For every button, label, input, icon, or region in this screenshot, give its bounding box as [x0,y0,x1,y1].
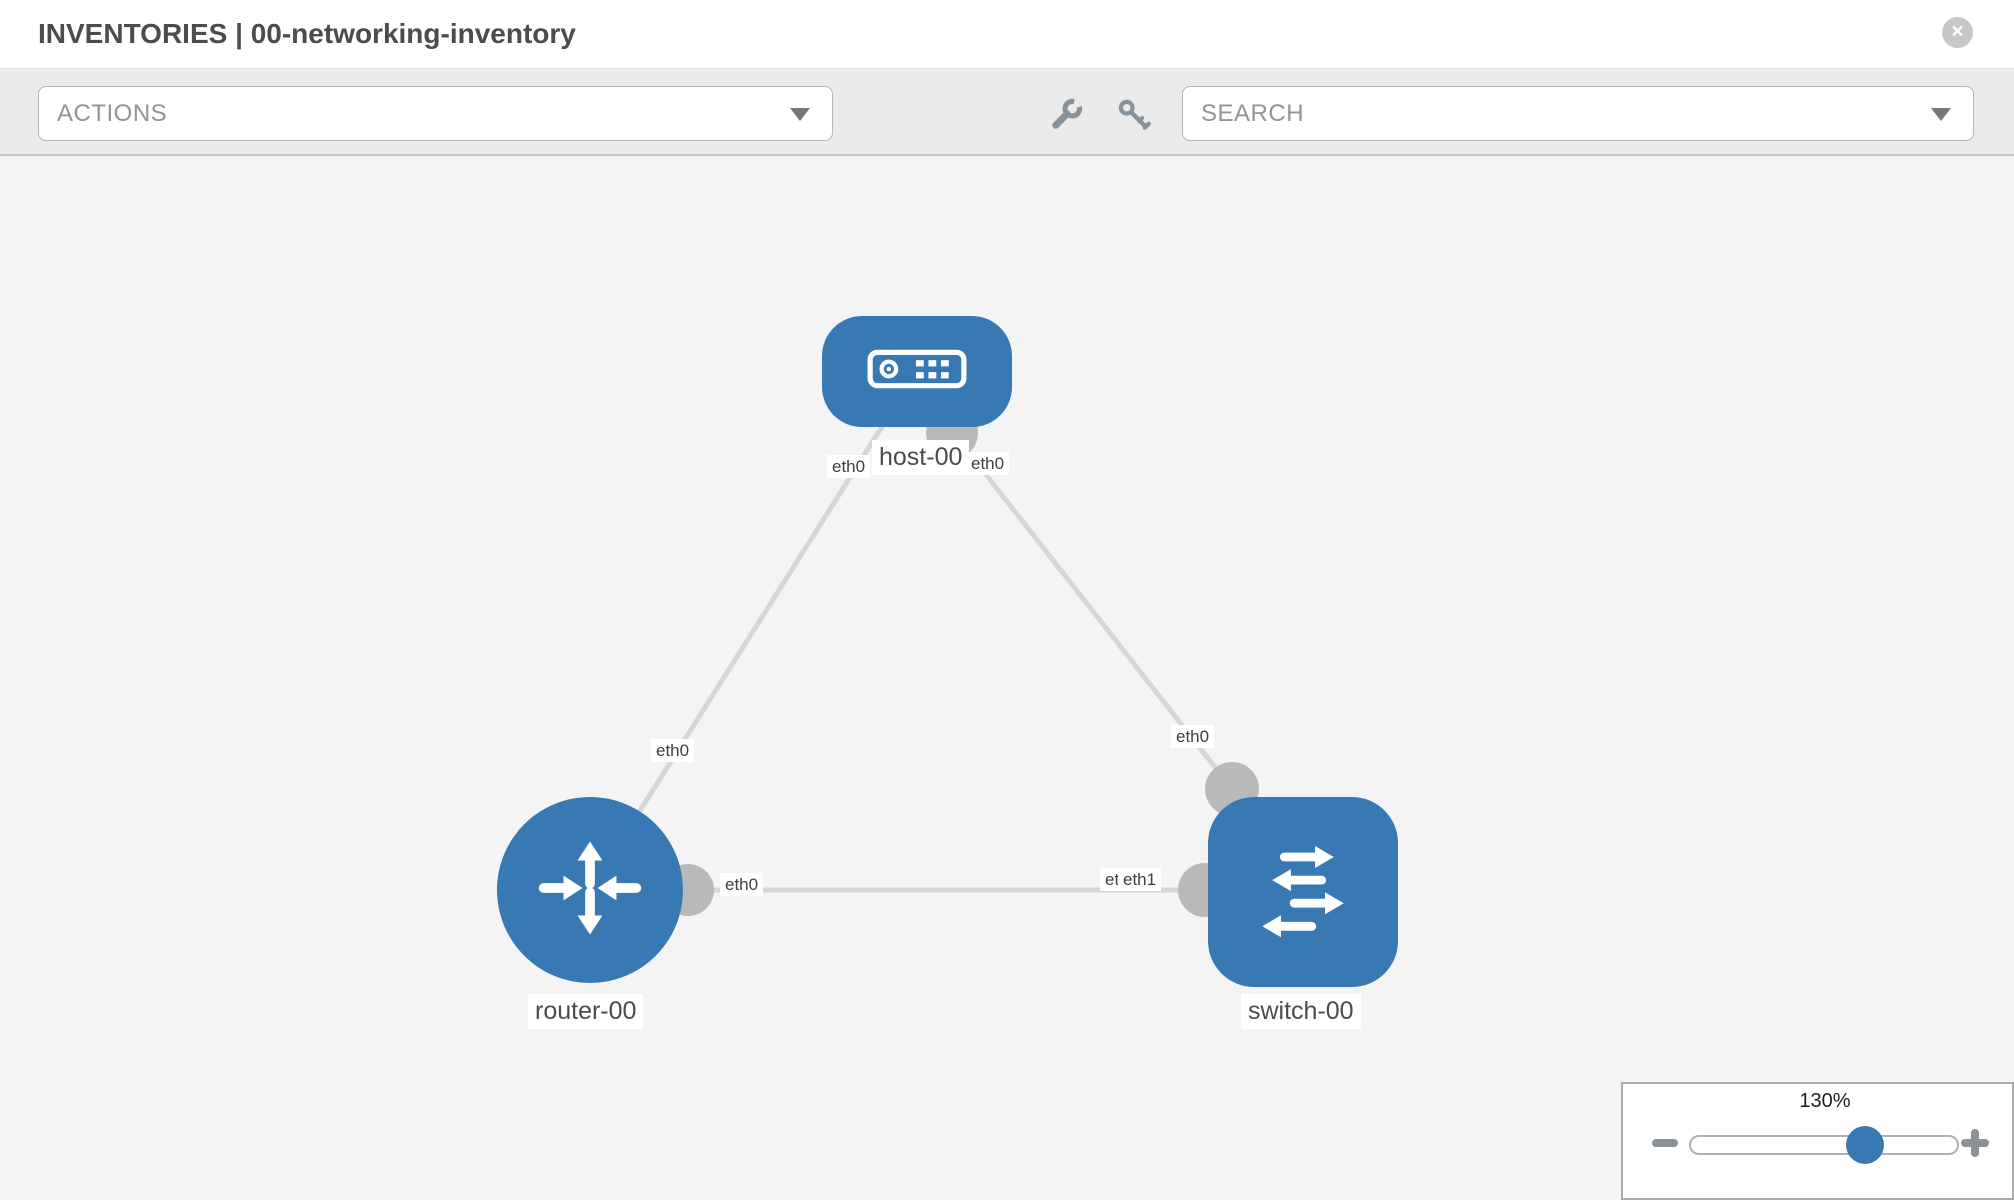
actions-dropdown[interactable]: ACTIONS [38,86,833,141]
wrench-icon[interactable] [1047,96,1085,134]
node-router-00[interactable] [497,797,683,983]
chevron-down-icon [1931,108,1951,121]
node-host-00[interactable] [822,316,1012,427]
page-title: INVENTORIES | 00-networking-inventory [38,18,576,49]
iface-label-switch-to-router: eth1 [1118,868,1162,891]
iface-label-switch-to-host: eth0 [1171,725,1215,748]
node-label-host: host-00 [872,440,970,475]
close-icon[interactable]: × [1942,17,1973,48]
toolbar: ACTIONS SEARCH [0,68,2014,156]
header-bar: INVENTORIES | 00-networking-inventory [0,0,2014,68]
iface-label-router-to-switch: eth0 [720,873,764,896]
key-icon[interactable] [1115,96,1153,134]
search-dropdown-label: SEARCH [1201,100,1305,127]
zoom-out-minus-icon[interactable] [1652,1139,1678,1147]
zoom-percentage: 130% [1799,1090,1851,1112]
plus-icon-horizontal-bar [1961,1139,1989,1147]
zoom-in-plus-icon[interactable] [1961,1129,1989,1157]
switch-arrows-icon [1248,835,1358,950]
node-switch-00[interactable] [1208,797,1398,987]
node-label-switch: switch-00 [1241,994,1361,1029]
search-dropdown[interactable]: SEARCH [1182,86,1974,141]
iface-label-router-to-host: eth0 [651,739,695,762]
iface-label-host-to-router: eth0 [827,455,871,478]
chevron-down-icon [790,108,810,121]
iface-label-host-to-switch: eth0 [966,452,1010,475]
zoom-control-panel: 130% [1621,1082,2014,1200]
zoom-slider-track[interactable] [1689,1135,1959,1155]
node-label-router: router-00 [528,994,644,1029]
zoom-slider-thumb[interactable] [1846,1126,1884,1164]
actions-dropdown-label: ACTIONS [57,100,168,127]
router-arrows-icon [536,834,644,947]
server-icon [867,348,967,395]
